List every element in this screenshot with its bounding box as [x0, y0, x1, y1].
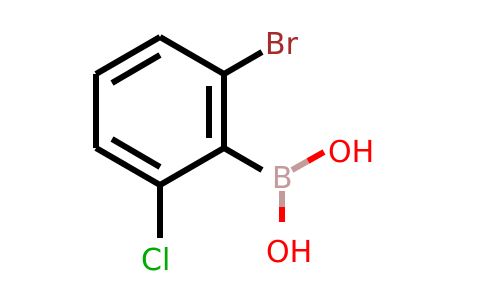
ring-bond-c3-c4: [158, 145, 226, 188]
bond-to-boron: [222, 145, 264, 173]
bond-to-bromine: [222, 49, 264, 77]
bond-b-oh-top-boron-half: [290, 158, 310, 173]
ring-bond-c4-c5: [94, 145, 162, 188]
hydroxyl-bottom-label: OH: [266, 235, 312, 270]
bond-b-oh-top-oxygen-half: [306, 149, 326, 164]
boron-label: B: [272, 161, 293, 196]
ring-bond-c6-c1: [94, 34, 162, 77]
bromine-label: Br: [265, 27, 299, 62]
double-bond-inner-bottom: [110, 136, 162, 170]
hydroxyl-top-label: OH: [328, 135, 374, 170]
chlorine-label: Cl: [141, 243, 170, 278]
ring-bond-c1-c2: [158, 34, 226, 77]
double-bond-inner-top: [110, 52, 162, 86]
